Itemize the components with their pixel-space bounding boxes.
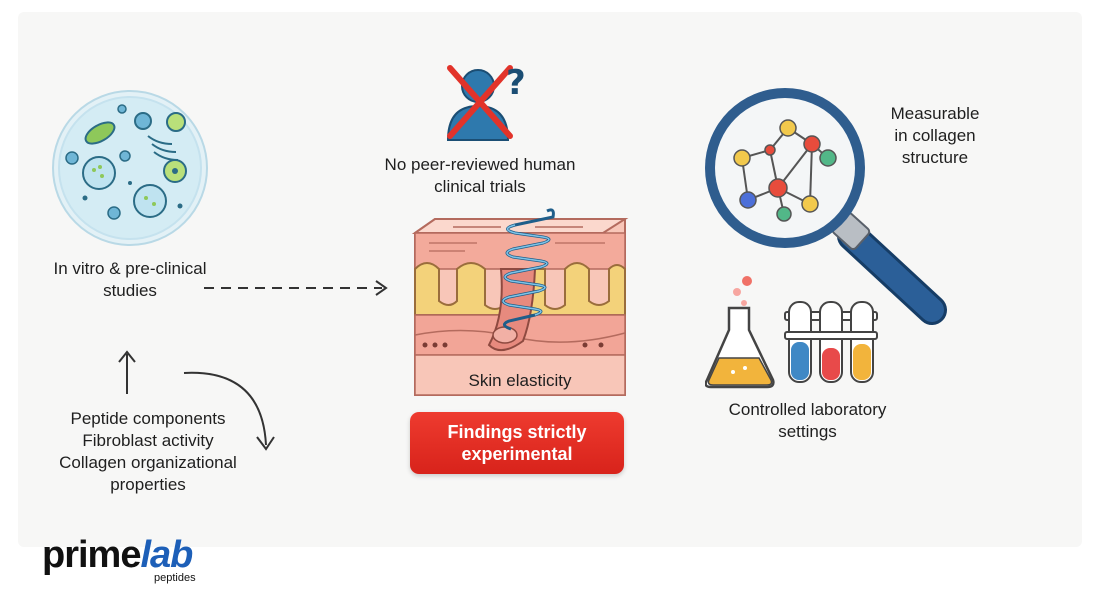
caption-line: Fibroblast activity	[82, 431, 214, 450]
badge-line: experimental	[461, 444, 573, 464]
cell-shape	[65, 151, 79, 165]
lab-caption: Controlled laboratory settings	[695, 399, 920, 443]
caption-line: Skin elasticity	[468, 371, 572, 390]
caption-line: structure	[901, 148, 969, 167]
primelab-logo: primelab peptides	[42, 534, 222, 586]
caption-line: Collagen organizational	[59, 453, 237, 472]
trials-caption: No peer-reviewed human clinical trials	[345, 154, 615, 198]
caption-line: settings	[778, 422, 837, 441]
caption-line: clinical trials	[434, 177, 526, 196]
cell-shape	[82, 156, 116, 190]
experimental-badge: Findings strictly experimental	[410, 412, 624, 474]
petri-dish-icon	[52, 90, 208, 246]
caption-line: Peptide components	[70, 409, 226, 428]
caption-line: properties	[110, 475, 186, 494]
logo-subtitle: peptides	[154, 572, 196, 584]
caption-line: Controlled laboratory	[728, 400, 887, 419]
logo-word-accent: lab	[140, 534, 193, 576]
caption-line: studies	[103, 281, 157, 300]
skin-elasticity-label: Skin elasticity	[415, 370, 625, 392]
badge-line: Findings strictly	[447, 422, 587, 442]
measurable-caption: Measurable in collagen structure	[860, 103, 1010, 169]
lab-glassware-icon	[705, 276, 878, 389]
cell-shape	[119, 150, 131, 162]
cell-shape	[134, 112, 152, 130]
cell-shape	[107, 206, 121, 220]
bacteria-shape	[84, 121, 116, 145]
skin-cross-section-icon	[411, 208, 629, 396]
caption-line: No peer-reviewed human	[384, 155, 576, 174]
dashed-arrow-icon	[204, 280, 388, 296]
cell-shape	[166, 112, 186, 132]
person-crossed-icon: ?	[446, 63, 526, 141]
svg-text:?: ?	[506, 63, 526, 103]
caption-line: Measurable	[890, 104, 980, 123]
in-vitro-caption: In vitro & pre-clinical studies	[30, 258, 230, 302]
magnifier-molecule-icon	[705, 88, 947, 325]
components-caption: Peptide components Fibroblast activity C…	[28, 408, 268, 496]
caption-line: in collagen	[894, 126, 976, 145]
up-arrow-icon	[118, 350, 136, 394]
cell-shape	[133, 184, 167, 218]
caption-line: In vitro & pre-clinical	[53, 259, 207, 278]
logo-word-main: prime	[42, 534, 141, 576]
logo-wordmark: primelab	[42, 534, 193, 576]
cell-shape	[117, 104, 127, 114]
curved-arrow-icon	[183, 371, 275, 451]
